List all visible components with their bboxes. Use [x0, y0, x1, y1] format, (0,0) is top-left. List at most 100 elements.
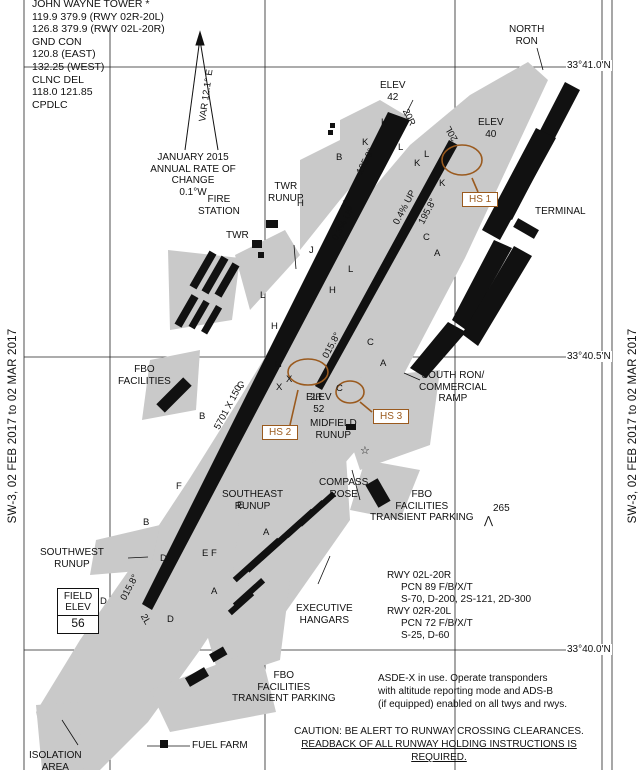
label-fire-station: FIRE STATION	[198, 194, 240, 217]
field-elevation-box: FIELD ELEV 56	[57, 588, 99, 634]
label-twr-runup: TWR RUNUP	[268, 181, 304, 204]
runway-data-line: S-25, D-60	[401, 630, 450, 641]
runway-data-line: RWY 02L-20R	[387, 570, 452, 581]
taxiway-label: G	[237, 380, 245, 391]
taxiway-label: A	[211, 586, 218, 597]
label-twr: TWR	[226, 230, 249, 241]
frequency-line: 118.0 121.85	[32, 86, 93, 99]
label-south-ron: SOUTH RON/ COMMERCIAL RAMP	[419, 370, 487, 404]
variation-note: JANUARY 2015 ANNUAL RATE OF CHANGE 0.1°W	[150, 152, 236, 198]
asde-note-line: with altitude reporting mode and ADS-B	[378, 686, 554, 697]
taxiway-label: B	[336, 152, 343, 163]
taxiway-label: B	[199, 411, 206, 422]
frequency-line: 126.8 379.9 (RWY 02L-20R)	[32, 23, 165, 36]
label-elev-52: ELEV 52	[306, 392, 332, 415]
taxiway-label: K	[362, 137, 369, 148]
edition-date-right: SW-3, 02 FEB 2017 to 02 MAR 2017	[627, 328, 639, 524]
taxiway-label: A	[263, 527, 270, 538]
label-midfield-runup: MIDFIELD RUNUP	[310, 418, 357, 441]
executive-hangars	[160, 491, 337, 748]
label-elev-42: ELEV 42	[380, 80, 406, 103]
taxiway-label: E	[202, 548, 209, 559]
runway-data-line: RWY 02R-20L	[387, 606, 452, 617]
taxiway-label: F	[176, 481, 182, 492]
runway-data-line: S-70, D-200, 2S-121, 2D-300	[401, 594, 532, 605]
hot-spot-label: HS 3	[373, 409, 410, 424]
frequency-line: 132.25 (WEST)	[32, 60, 105, 73]
frequency-line: CLNC DEL	[32, 73, 84, 86]
leader-lines	[61, 47, 544, 747]
label-fuel-farm: FUEL FARM	[192, 740, 248, 751]
asde-note-line: (if equipped) enabled on all twys and rw…	[378, 699, 567, 710]
magnetic-variation-arrow	[184, 30, 219, 151]
obstacle-icon: ⋀	[484, 515, 494, 527]
frequency-line: 119.9 379.9 (RWY 02R-20L)	[32, 10, 164, 23]
taxiway-label: L	[348, 264, 354, 275]
label-southwest-runup: SOUTHWEST RUNUP	[40, 547, 104, 570]
taxiway-label: L	[260, 290, 266, 301]
taxiway-label: J	[309, 245, 314, 256]
compass-rose-star-icon: ☆	[360, 445, 370, 457]
taxiway-label: L	[424, 149, 430, 160]
taxiway-label: X	[286, 374, 293, 385]
taxiway-label: E	[237, 500, 244, 511]
runway-data-line: PCN 89 F/B/X/T	[401, 582, 473, 593]
taxiway-label: D	[100, 596, 107, 607]
asde-x-note: ASDE-X in use. Operate transponders with …	[378, 672, 567, 711]
caution-line-1: CAUTION: BE ALERT TO RUNWAY CROSSING CLE…	[294, 726, 584, 737]
latitude-bottom: 33°40.0'N	[566, 644, 612, 655]
taxiway-label: C	[336, 383, 343, 394]
taxiway-label: C	[423, 232, 430, 243]
frequency-line: JOHN WAYNE TOWER *	[32, 0, 150, 10]
frequency-list: JOHN WAYNE TOWER *119.9 379.9 (RWY 02R-2…	[32, 0, 165, 111]
label-executive-hangars: EXECUTIVE HANGARS	[296, 603, 353, 626]
taxiway-label: K	[381, 117, 388, 128]
hot-spot-label: HS 1	[462, 192, 499, 207]
label-fbo-transient-mid: FBO FACILITIES TRANSIENT PARKING	[370, 489, 474, 523]
latitude-top: 33°41.0'N	[566, 60, 612, 71]
frequency-line: GND CON	[32, 35, 82, 48]
taxiway-label: H	[329, 285, 336, 296]
caution-note: CAUTION: BE ALERT TO RUNWAY CROSSING CLE…	[278, 725, 600, 764]
runway-label-2r: 2R	[310, 392, 323, 403]
left-structures	[156, 123, 391, 508]
runway-02r-20l	[315, 140, 458, 390]
label-compass-rose: COMPASS ROSE	[319, 477, 369, 500]
hot-spot-label: HS 2	[262, 425, 299, 440]
latitude-mid: 33°40.5'N	[566, 351, 612, 362]
taxiway-label: B	[143, 517, 150, 528]
label-elev-40: ELEV 40	[478, 117, 504, 140]
runway-02l-20r	[142, 112, 410, 610]
hot-spot-markers	[287, 144, 483, 426]
frequency-line: 120.8 (EAST)	[32, 48, 96, 61]
taxiway-label: K	[414, 158, 421, 169]
taxiway-label: J	[341, 199, 346, 210]
label-fbo-transient-bottom: FBO FACILITIES TRANSIENT PARKING	[232, 670, 336, 704]
taxiway-label: L	[398, 142, 404, 153]
asde-note-line: ASDE-X in use. Operate transponders	[378, 673, 548, 684]
taxiway-label: H	[297, 198, 304, 209]
taxiway-label: D	[160, 553, 167, 564]
label-fbo-facilities-left: FBO FACILITIES	[118, 364, 171, 387]
field-elevation-label: FIELD ELEV	[63, 591, 93, 613]
runway-data-line: PCN 72 F/B/X/T	[401, 618, 473, 629]
terminal-buildings	[410, 82, 580, 378]
label-isolation-area: ISOLATION AREA	[29, 750, 82, 773]
label-terminal: TERMINAL	[535, 206, 586, 217]
taxiway-label: A	[380, 358, 387, 369]
taxiway-label: K	[439, 178, 446, 189]
taxiway-label: D	[167, 614, 174, 625]
caution-line-2: READBACK OF ALL RUNWAY HOLDING INSTRUCTI…	[301, 739, 577, 763]
field-elevation-value: 56	[58, 615, 98, 629]
label-southeast-runup: SOUTHEAST RUNUP	[222, 489, 284, 512]
label-obstacle-elev: 265	[493, 503, 510, 514]
taxiway-label: A	[434, 248, 441, 259]
taxiway-label: H	[271, 321, 278, 332]
label-north-ron: NORTH RON	[509, 24, 545, 47]
frequency-line: CPDLC	[32, 98, 68, 111]
taxiway-label: F	[211, 548, 217, 559]
taxiway-label: C	[367, 337, 374, 348]
taxiway-label: X	[276, 382, 283, 393]
